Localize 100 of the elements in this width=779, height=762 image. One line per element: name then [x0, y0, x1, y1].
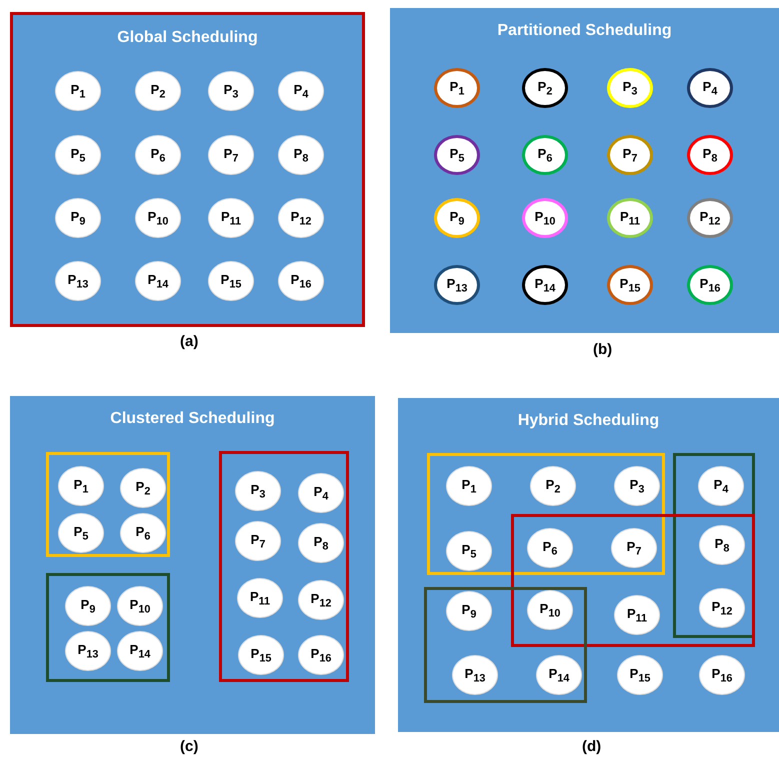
panel-caption: (d) — [582, 738, 602, 755]
scheduling-panel — [10, 396, 375, 734]
process-label: P$_{1}$ — [74, 476, 88, 496]
process-circle — [117, 586, 163, 626]
process-label: P$_{6}$ — [542, 538, 558, 558]
process-label: P$_{16}$ — [310, 646, 332, 664]
process-label: P$_{12}$ — [712, 598, 732, 618]
process-circle — [687, 68, 733, 108]
process-label: P$_{2}$ — [546, 476, 560, 496]
process-circle — [617, 655, 663, 695]
process-circle — [687, 198, 733, 238]
process-label: P$_{8}$ — [314, 534, 328, 552]
process-label: P$_{2}$ — [150, 82, 166, 100]
process-label: P$_{6}$ — [136, 524, 150, 542]
process-label: P$_{16}$ — [712, 666, 732, 684]
panel-title: Partitioned Scheduling — [497, 22, 672, 40]
process-label: P$_{13}$ — [78, 642, 98, 660]
process-circle — [55, 198, 101, 238]
process-label: P$_{8}$ — [702, 146, 718, 164]
process-label: P$_{2}$ — [136, 478, 150, 498]
process-circle — [446, 531, 492, 571]
process-label: P$_{6}$ — [538, 146, 552, 164]
process-circle — [55, 71, 101, 111]
process-circle — [536, 655, 582, 695]
process-label: P$_{7}$ — [224, 146, 238, 164]
process-circle — [117, 631, 163, 671]
process-label: P$_{7}$ — [250, 532, 266, 550]
process-label: P$_{5}$ — [462, 542, 476, 560]
process-label: P$_{7}$ — [626, 538, 642, 558]
process-label: P$_{9}$ — [80, 596, 96, 616]
process-label: P$_{4}$ — [294, 82, 308, 100]
process-circle — [687, 265, 733, 305]
process-circle — [522, 68, 568, 108]
process-circle — [238, 635, 284, 675]
process-label: P$_{5}$ — [70, 146, 86, 164]
process-label: P$_{1}$ — [70, 82, 86, 100]
process-label: P$_{16}$ — [700, 276, 720, 294]
process-circle — [55, 261, 101, 301]
process-label: P$_{13}$ — [446, 276, 468, 294]
panel-caption: (a) — [180, 333, 198, 350]
panel-title: Hybrid Scheduling — [518, 412, 660, 430]
process-label: P$_{15}$ — [620, 276, 640, 294]
process-circle — [278, 261, 324, 301]
process-circle — [434, 198, 480, 238]
process-circle — [235, 521, 281, 561]
process-label: P$_{3}$ — [622, 78, 638, 98]
process-label: P$_{14}$ — [130, 642, 150, 660]
process-label: P$_{8}$ — [714, 536, 730, 554]
process-circle — [607, 198, 653, 238]
process-label: P$_{11}$ — [220, 208, 242, 228]
process-circle — [452, 655, 498, 695]
cluster-frame — [219, 451, 349, 682]
process-circle — [58, 513, 104, 553]
process-circle — [607, 68, 653, 108]
process-circle — [235, 471, 281, 511]
process-circle — [698, 466, 744, 506]
process-circle — [208, 71, 254, 111]
process-circle — [687, 135, 733, 175]
process-label: P$_{14}$ — [548, 666, 570, 684]
scheduling-panel — [390, 8, 779, 333]
process-circle — [120, 468, 166, 508]
process-circle — [278, 135, 324, 175]
process-label: P$_{15}$ — [630, 666, 650, 684]
process-label: P$_{16}$ — [290, 272, 312, 290]
process-circle — [208, 261, 254, 301]
process-label: P$_{15}$ — [250, 646, 272, 664]
process-label: P$_{14}$ — [534, 276, 556, 294]
process-label: P$_{12}$ — [290, 208, 312, 228]
process-label: P$_{11}$ — [620, 208, 640, 228]
process-circle — [614, 466, 660, 506]
process-label: P$_{4}$ — [714, 476, 728, 496]
process-label: P$_{11}$ — [250, 588, 270, 608]
process-circle — [298, 580, 344, 620]
cluster-frame — [46, 573, 170, 682]
process-label: P$_{13}$ — [464, 666, 486, 684]
process-circle — [135, 71, 181, 111]
process-label: P$_{12}$ — [700, 208, 720, 228]
process-circle — [434, 265, 480, 305]
process-label: P$_{5}$ — [74, 524, 88, 542]
process-label: P$_{11}$ — [626, 606, 648, 624]
process-circle — [614, 595, 660, 635]
process-label: P$_{10}$ — [130, 596, 150, 616]
process-circle — [55, 135, 101, 175]
process-circle — [530, 466, 576, 506]
process-label: P$_{13}$ — [68, 272, 88, 290]
process-circle — [58, 466, 104, 506]
process-circle — [446, 591, 492, 631]
process-label: P$_{2}$ — [538, 78, 552, 98]
process-label: P$_{9}$ — [462, 602, 476, 620]
process-circle — [278, 71, 324, 111]
process-label: P$_{5}$ — [450, 146, 464, 164]
process-circle — [298, 473, 344, 513]
panel-caption: (b) — [593, 341, 612, 358]
process-label: P$_{4}$ — [314, 484, 328, 502]
process-label: P$_{6}$ — [150, 146, 166, 164]
process-label: P$_{14}$ — [148, 272, 168, 290]
process-circle — [522, 135, 568, 175]
cluster-frame — [46, 452, 170, 557]
process-circle — [434, 135, 480, 175]
panel-title: Clustered Scheduling — [110, 410, 275, 428]
